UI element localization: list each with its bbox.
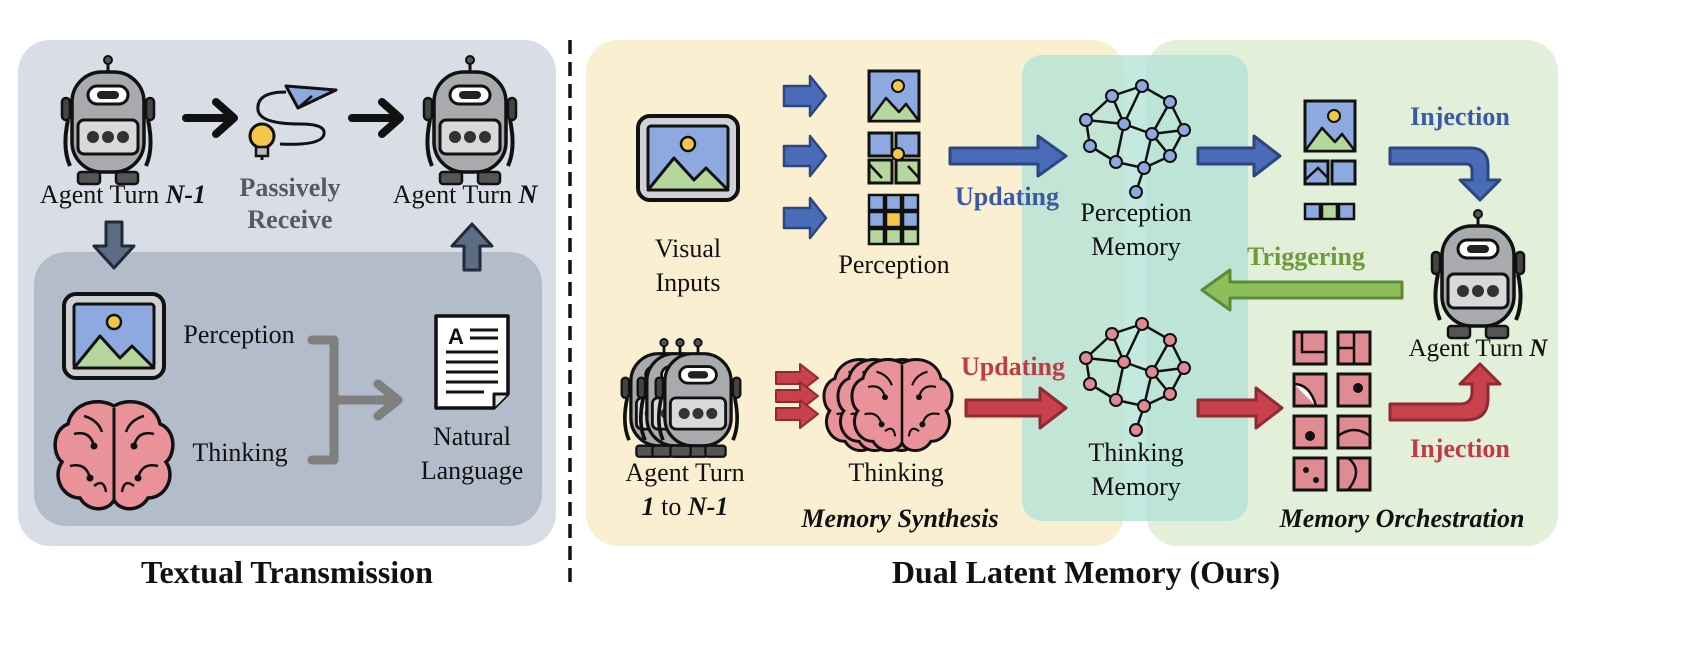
agent-prev-label: Agent Turn N-1: [39, 180, 207, 209]
brain-icon: [850, 358, 954, 453]
patch-grid-icon: [1303, 202, 1356, 221]
arrow-right-icon: [1196, 134, 1282, 178]
injection-bottom-label: Injection: [1410, 434, 1510, 463]
injection-arrow-icon: [1388, 362, 1502, 422]
arrow-right-icon: [948, 134, 1068, 178]
thinking-label: Thinking: [192, 438, 288, 467]
updating-bottom-label: Updating: [960, 352, 1066, 381]
agent-n-label: Agent Turn N: [1408, 335, 1548, 362]
arrow-down-icon: [92, 220, 136, 270]
paper-plane-icon: [256, 84, 338, 146]
agent-next-label: Agent Turn N: [392, 180, 538, 209]
thinking-label: Thinking: [848, 458, 944, 487]
memory-orchestration-label: Memory Orchestration: [1279, 504, 1525, 533]
patch-grid-icon: [867, 193, 920, 246]
lightbulb-icon: [248, 122, 276, 160]
robot-icon: [60, 54, 156, 186]
arrow-right-icon: [1196, 386, 1284, 430]
updating-top-label: Updating: [954, 182, 1060, 211]
arrow-left-icon: [1200, 268, 1404, 312]
arrow-right-icon: [782, 74, 828, 118]
merge-arrow-icon: [307, 335, 403, 465]
svg-text:A: A: [448, 324, 464, 349]
arrow-right-icon: [782, 134, 828, 178]
dual-latent-memory-caption: Dual Latent Memory (Ours): [891, 554, 1281, 590]
image-icon: [636, 114, 740, 202]
textual-transmission-caption: Textual Transmission: [141, 554, 433, 590]
agents-1-to-n-1-label: Agent Turn 1 to N-1: [625, 458, 745, 521]
arrow-right-icon: [775, 363, 819, 429]
image-icon: [62, 292, 166, 380]
arrow-right-icon: [964, 386, 1068, 430]
neural-network-icon: [1078, 316, 1192, 438]
perception-label: Perception: [838, 250, 950, 279]
arrow-right-icon: [782, 196, 828, 240]
injection-arrow-icon: [1388, 146, 1502, 202]
arrow-right-icon: [182, 98, 404, 138]
triggering-label: Triggering: [1247, 242, 1365, 271]
perception-label: Perception: [183, 320, 295, 349]
document-icon: A: [434, 314, 510, 410]
injection-top-label: Injection: [1410, 102, 1510, 131]
patch-grid-icon: [867, 131, 921, 185]
patch-grid-icon: [1292, 330, 1372, 492]
robot-icon: [422, 54, 518, 186]
neural-network-icon: [1078, 78, 1192, 200]
patch-grid-icon: [1303, 159, 1357, 186]
image-icon: [1303, 99, 1357, 153]
arrow-up-icon: [450, 222, 494, 272]
image-icon: [867, 69, 921, 123]
robot-icon: [1430, 208, 1526, 340]
brain-icon: [53, 399, 175, 511]
memory-synthesis-label: Memory Synthesis: [801, 504, 999, 533]
